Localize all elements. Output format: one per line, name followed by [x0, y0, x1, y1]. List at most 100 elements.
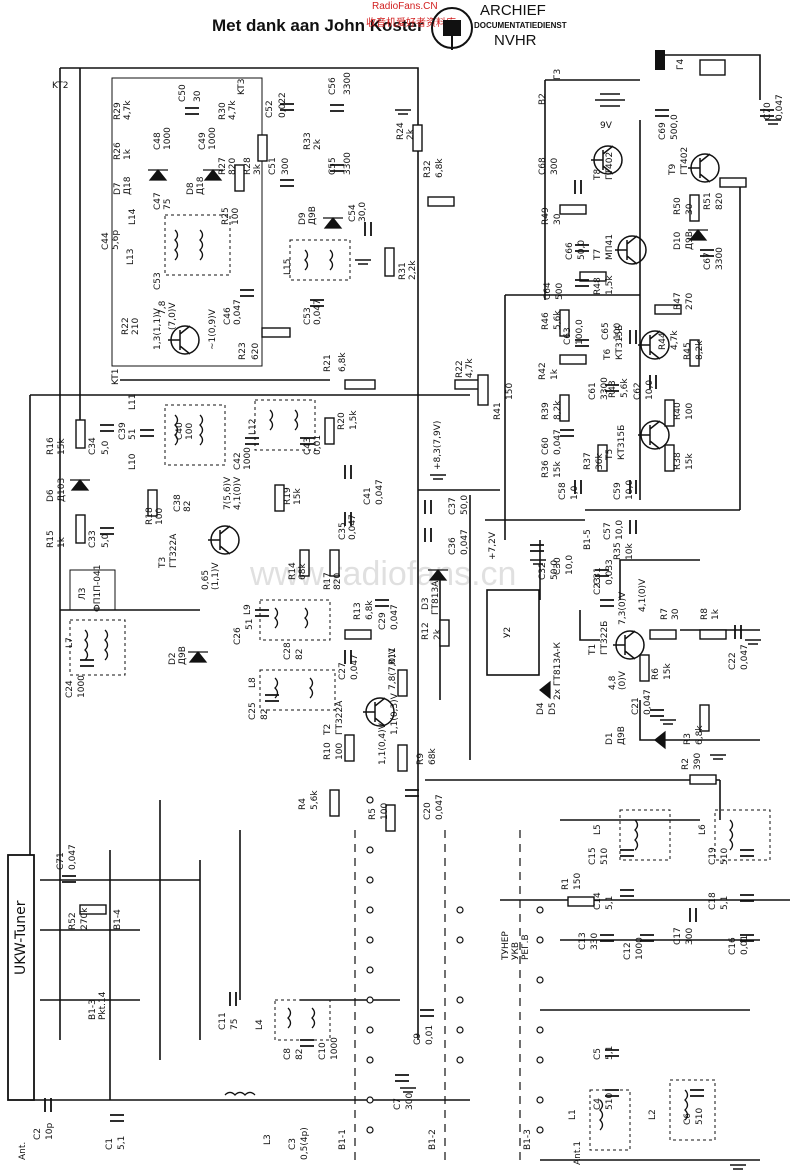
label-r10v: 100	[335, 743, 345, 760]
capacitor-c7	[395, 1074, 409, 1082]
diode-d6	[70, 479, 90, 491]
label-r25: R25	[221, 207, 231, 225]
label-d1: D1	[605, 732, 615, 745]
label-c59: C59	[613, 482, 623, 500]
capacitor-c67	[700, 249, 714, 257]
label-t3v1: 7(5,6)V	[223, 476, 233, 510]
transistor-t2	[363, 697, 395, 727]
label-t8b: ГТ402	[605, 152, 615, 180]
label-c46v: 0,047	[233, 299, 243, 325]
label-c48: C48	[153, 132, 163, 150]
resistor-r16	[75, 419, 86, 449]
resistor-r1	[567, 896, 595, 907]
label-c43: C43	[303, 437, 313, 455]
label-c37: C37	[448, 497, 458, 515]
label-c54v: 30,0	[358, 202, 368, 222]
ground-symbols	[355, 109, 781, 1170]
label-t2v3: 1,1(0,4)V	[378, 722, 388, 765]
capacitor-c14	[620, 889, 634, 897]
resistor-r48	[579, 271, 607, 282]
capacitor-c11	[229, 992, 237, 1006]
label-c47v: 75	[163, 199, 173, 210]
capacitor-c50	[185, 107, 199, 115]
label-t5a: T5	[605, 449, 615, 461]
label-c1v: 5,1	[117, 1136, 127, 1150]
label-l3b: ФП1П-041	[93, 565, 103, 612]
label-c71: C71	[56, 852, 66, 870]
capacitor-c6	[690, 1089, 704, 1097]
label-c22: C22	[728, 652, 738, 670]
label-c59v: 10,0	[625, 480, 635, 500]
coil-l2	[669, 1079, 716, 1141]
capacitor-c12	[640, 934, 654, 942]
resistor-r28	[257, 134, 268, 162]
capacitors	[44, 103, 774, 1122]
label-ukw: UKW-Tuner	[13, 900, 29, 975]
capacitor-c13	[600, 934, 614, 942]
label-l3: Л3	[78, 588, 88, 601]
label-t4v1: 7,8	[158, 300, 168, 315]
label-c7v: 300	[405, 1093, 415, 1110]
label-c27v: 0,047	[350, 654, 360, 680]
resistor-r32	[427, 196, 455, 207]
label-t9a: T9	[668, 164, 678, 176]
label-d5: D5	[548, 702, 558, 715]
capacitor-c5	[605, 1049, 619, 1057]
label-c68v: 300	[550, 158, 560, 175]
resistor-r25	[234, 164, 245, 192]
coil-l10-l11	[164, 404, 226, 466]
label-c51: C51	[268, 157, 278, 175]
watermark-cn: 收音机爱好者资料库	[366, 18, 456, 29]
coil-l4	[274, 999, 331, 1041]
resistor-r50	[689, 194, 700, 222]
label-c6: C6	[683, 1113, 693, 1125]
label-tun3: РЕГ.В	[521, 934, 531, 960]
label-c62: C62	[633, 382, 643, 400]
label-c52v: 0,022	[278, 92, 288, 118]
label-c63: C63	[563, 327, 573, 345]
resistor-r49	[559, 204, 587, 215]
capacitor-c35	[344, 512, 352, 526]
label-d10: D10	[673, 231, 683, 250]
label-l8: L8	[248, 677, 258, 688]
label-c61v: 3300	[600, 377, 610, 400]
resistor-r18	[147, 489, 158, 517]
label-tun1: ТУНЕР	[501, 931, 511, 961]
capacitor-c62	[649, 375, 657, 389]
label-r7: R7	[660, 608, 670, 620]
label-t3v4: (1,1)V	[211, 562, 221, 590]
capacitor-c54	[364, 222, 372, 236]
label-r26v: 1k	[123, 148, 133, 160]
capacitor-c69	[655, 109, 669, 117]
label-c29v: 0,047	[390, 604, 400, 630]
label-r37v: 36k	[595, 453, 605, 470]
archive-stamp: ARCHIEF DOCUMENTATIEDIENST NVHR	[428, 0, 567, 56]
capacitor-c16	[740, 934, 754, 942]
label-l7: L7	[65, 637, 75, 648]
label-r31v: 2,2k	[408, 260, 418, 280]
label-c36v: 0,047	[460, 529, 470, 555]
label-c33v: 5,0	[101, 533, 111, 548]
label-c28: C28	[283, 642, 293, 660]
label-c31: C31	[593, 567, 603, 585]
label-t6a: T6	[603, 349, 613, 361]
label-c65: C65	[601, 322, 611, 340]
capacitor-c60	[560, 429, 574, 437]
label-b13c: B1-3	[523, 1129, 533, 1150]
label-c31v: 0,033	[605, 559, 615, 585]
resistor-r46	[559, 309, 570, 337]
coil-l1	[589, 1089, 631, 1151]
label-l13: L13	[126, 249, 136, 265]
label-c14: C14	[593, 892, 603, 910]
label-c42: C42	[233, 452, 243, 470]
diode-d2	[188, 651, 208, 663]
label-r21: R21	[323, 354, 333, 372]
label-r12v: 2k	[433, 628, 443, 640]
label-c3: C3	[288, 1138, 298, 1150]
resistor-r12	[439, 619, 450, 647]
label-u2: У2	[503, 627, 513, 638]
coil-l8	[259, 669, 336, 711]
label-c37v: 50,0	[460, 495, 470, 515]
label-r3v: 6,8k	[695, 725, 705, 745]
label-r50: R50	[673, 197, 683, 215]
